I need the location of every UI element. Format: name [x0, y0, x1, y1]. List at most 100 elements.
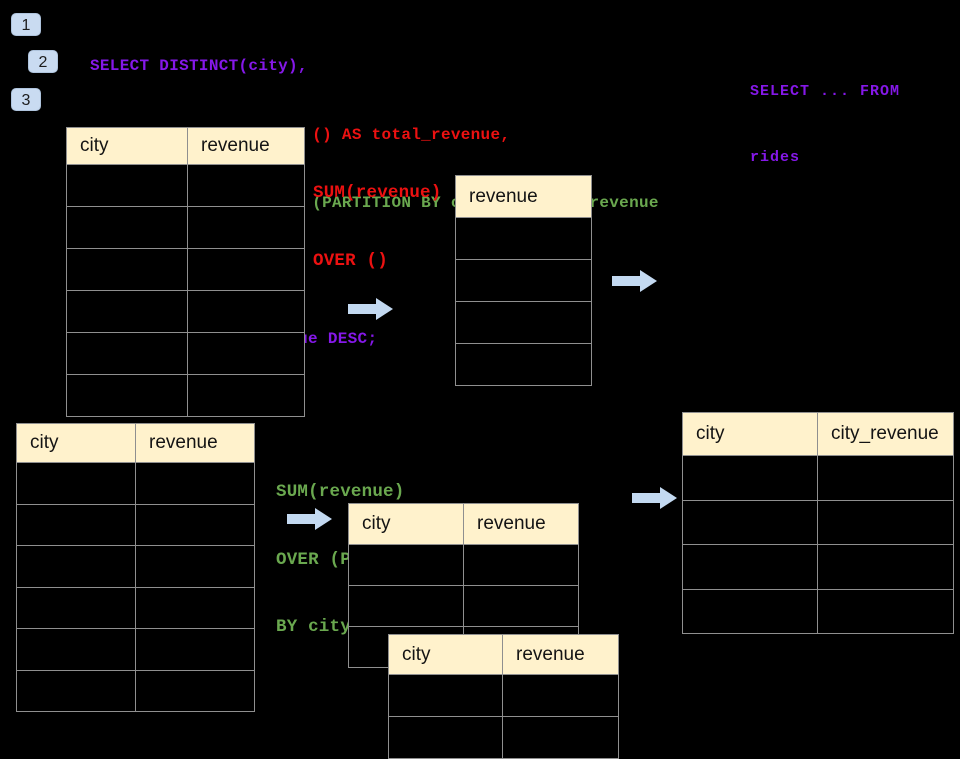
empty-cell — [16, 503, 136, 546]
empty-cell — [16, 545, 136, 588]
step-badge-2: 2 — [28, 50, 58, 73]
empty-cell — [16, 586, 136, 629]
empty-cell — [455, 259, 592, 302]
empty-row — [682, 588, 954, 634]
empty-row — [16, 669, 255, 712]
empty-cell — [682, 544, 818, 590]
empty-cell — [348, 544, 464, 586]
empty-row — [16, 462, 255, 505]
empty-row — [66, 248, 305, 291]
empty-cell — [455, 217, 592, 260]
empty-cell — [187, 248, 305, 291]
empty-cell — [187, 164, 305, 207]
arrow-tail — [287, 514, 315, 524]
step-badge-1: 1 — [11, 13, 41, 36]
empty-row — [348, 585, 579, 627]
column-header-city: city — [682, 412, 818, 456]
empty-cell — [682, 499, 818, 545]
empty-row — [348, 544, 579, 586]
annotation-line: SUM(revenue) — [313, 183, 442, 203]
flow-arrow-from-total — [612, 270, 657, 292]
empty-cell — [66, 332, 188, 375]
empty-cell — [463, 585, 579, 627]
empty-row — [455, 217, 592, 260]
sql-line-select: SELECT DISTINCT(city), — [90, 57, 308, 76]
empty-cell — [16, 628, 136, 671]
empty-cell — [187, 332, 305, 375]
empty-cell — [388, 674, 503, 717]
empty-cell — [66, 290, 188, 333]
empty-row — [16, 503, 255, 546]
flow-arrow-to-city-revenue — [632, 487, 677, 509]
column-header-city: city — [16, 423, 136, 463]
empty-row — [388, 716, 619, 759]
empty-cell — [135, 669, 255, 712]
empty-cell — [187, 374, 305, 417]
empty-cell — [135, 462, 255, 505]
empty-row — [66, 206, 305, 249]
empty-cell — [16, 669, 136, 712]
arrow-head — [660, 487, 677, 509]
empty-cell — [455, 301, 592, 344]
table-city-revenue-result: city city_revenue — [682, 412, 954, 634]
column-header-city-revenue: city_revenue — [817, 412, 954, 456]
empty-cell — [502, 716, 619, 759]
empty-row — [66, 164, 305, 207]
empty-cell — [66, 374, 188, 417]
empty-cell — [135, 628, 255, 671]
flow-arrow-to-partition — [287, 508, 332, 530]
empty-row — [66, 290, 305, 333]
empty-cell — [817, 544, 954, 590]
column-header-revenue: revenue — [455, 175, 592, 218]
arrow-tail — [348, 304, 376, 314]
empty-row — [682, 455, 954, 501]
column-header-revenue: revenue — [135, 423, 255, 463]
context-note-line-2: rides — [750, 149, 801, 166]
empty-row — [455, 259, 592, 302]
column-header-revenue: revenue — [463, 503, 579, 545]
empty-cell — [502, 674, 619, 717]
empty-cell — [135, 545, 255, 588]
empty-cell — [348, 585, 464, 627]
column-header-revenue: revenue — [502, 634, 619, 675]
empty-cell — [817, 455, 954, 501]
empty-cell — [817, 588, 954, 634]
empty-cell — [135, 503, 255, 546]
empty-cell — [682, 455, 818, 501]
empty-cell — [388, 716, 503, 759]
empty-cell — [682, 588, 818, 634]
arrow-tail — [612, 276, 640, 286]
annotation-line: OVER () — [313, 250, 388, 271]
empty-cell — [16, 462, 136, 505]
context-note-line-1: SELECT ... FROM — [750, 83, 901, 100]
empty-row — [682, 544, 954, 590]
empty-cell — [66, 248, 188, 291]
empty-cell — [187, 206, 305, 249]
empty-cell — [66, 164, 188, 207]
table-source-top: city revenue — [66, 127, 305, 417]
empty-row — [455, 301, 592, 344]
step-badge-3: 3 — [11, 88, 41, 111]
empty-row — [66, 332, 305, 375]
empty-row — [16, 545, 255, 588]
empty-row — [682, 499, 954, 545]
arrow-tail — [632, 493, 660, 503]
arrow-head — [640, 270, 657, 292]
table-source-bottom: city revenue — [16, 423, 255, 712]
column-header-city: city — [388, 634, 503, 675]
table-total-result: revenue — [455, 175, 592, 386]
empty-row — [66, 374, 305, 417]
empty-row — [388, 674, 619, 717]
flow-arrow-to-total — [348, 298, 393, 320]
empty-row — [455, 343, 592, 386]
empty-cell — [463, 544, 579, 586]
arrow-head — [315, 508, 332, 530]
empty-cell — [66, 206, 188, 249]
empty-row — [16, 586, 255, 629]
arrow-head — [376, 298, 393, 320]
table-partition-overlay: city revenue — [388, 634, 619, 759]
empty-cell — [455, 343, 592, 386]
context-note: SELECT ... FROM rides — [750, 37, 900, 191]
empty-cell — [135, 586, 255, 629]
total-revenue-annotation: SUM(revenue) OVER () — [313, 137, 441, 295]
